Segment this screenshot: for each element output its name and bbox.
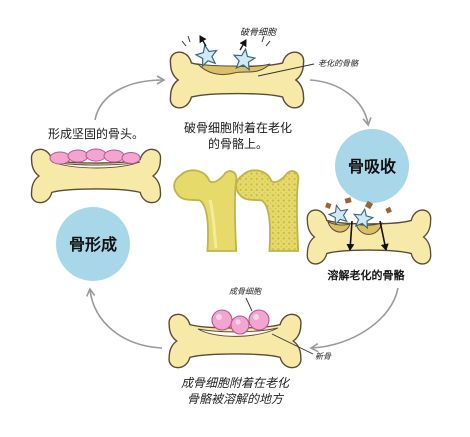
lining-cell-3 — [85, 148, 107, 162]
arrow-bottom-to-formation — [86, 287, 163, 349]
resorption-pit-2 — [355, 222, 383, 235]
osteoblast-nucleus-2 — [235, 319, 241, 325]
resorption-pit-1 — [327, 221, 351, 233]
osteoclast-action-arrow-2 — [239, 39, 247, 51]
bottom-caption-line-1: 成骨细胞附着在老化 — [181, 376, 291, 390]
dissolve-arrow-1 — [346, 220, 355, 251]
formation-stage-circle — [56, 207, 130, 281]
aged-bone-label: 老化的骨骼 — [318, 59, 359, 68]
bone-fragment-3 — [364, 200, 374, 210]
left-bone-group — [30, 148, 162, 204]
osteoclast-star-1 — [193, 42, 220, 68]
osteoblast-label: 成骨细胞 — [229, 287, 262, 296]
lining-cell-1 — [49, 151, 71, 165]
bone-fragment-2 — [344, 197, 352, 204]
bone-fragment-1 — [325, 202, 332, 209]
center-caption-line-2: 的骨骼上。 — [208, 136, 268, 151]
center-caption-line-1: 破骨细胞附着在老化 — [184, 120, 292, 135]
new-bone-label: 新骨 — [315, 352, 332, 361]
osteoblast-cell-2 — [230, 315, 250, 335]
osteoclast-action-arrow-1 — [199, 35, 207, 47]
osteoblast-nucleus-1 — [216, 314, 222, 320]
femur-solid-highlight — [208, 199, 218, 249]
osteoblast-cell-3 — [248, 309, 270, 331]
lining-cell-2 — [67, 149, 89, 163]
lining-cell-4 — [103, 149, 125, 163]
resorption-stage-circle — [335, 129, 409, 203]
bottom-caption-line-2: 骨骼被溶解的地方 — [187, 392, 285, 406]
bottom-bone-group — [168, 297, 314, 369]
bone-fragment-4 — [385, 206, 392, 214]
lining-cell-5 — [121, 152, 141, 164]
top-bone — [169, 51, 305, 109]
arrow-resorption-to-bottom — [309, 287, 399, 353]
formation-stage-label: 骨形成 — [69, 235, 117, 254]
left-bone-new-layer — [51, 161, 141, 169]
femur-illustrations — [173, 169, 300, 252]
left-caption: 形成坚固的骨头。 — [48, 126, 144, 141]
top-bone-aged-area — [196, 63, 271, 76]
top-bone-group — [169, 35, 315, 109]
resorption-stage-label: 骨吸收 — [348, 157, 396, 176]
new-bone-pointer — [271, 333, 314, 355]
osteoclast-label: 破骨细胞 — [240, 27, 277, 38]
arrow-formation-to-top — [94, 75, 166, 121]
dissolve-caption: 溶解老化的骨骼 — [328, 268, 406, 282]
right-bone-group — [306, 197, 432, 265]
cycle-arrows — [86, 75, 399, 353]
osteoblast-nucleus-3 — [253, 314, 259, 320]
osteoblast-pointer — [245, 297, 253, 312]
femur-spongy — [235, 169, 300, 252]
motion-marks — [181, 35, 271, 47]
femur-solid — [173, 169, 238, 252]
aged-bone-pointer — [257, 63, 315, 77]
arrow-top-to-resorption — [309, 79, 372, 127]
osteoblast-cell-1 — [211, 309, 233, 331]
dissolve-arrow-2 — [379, 220, 389, 251]
